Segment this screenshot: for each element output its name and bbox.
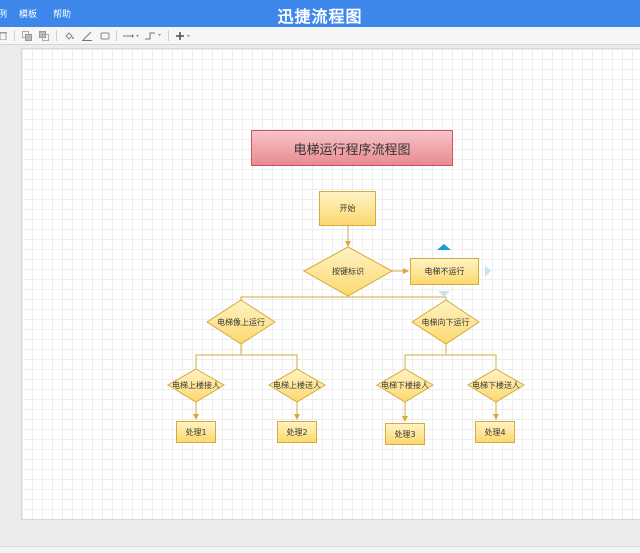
decision-up-shape [206, 299, 276, 345]
to-front-icon[interactable] [21, 29, 33, 42]
line-color-icon[interactable] [81, 29, 93, 42]
to-back-icon[interactable] [38, 29, 50, 42]
hover-arrow-right-icon [485, 265, 491, 277]
node-process-1[interactable]: 处理1 [176, 421, 216, 443]
shadow-icon[interactable] [99, 29, 111, 42]
hover-arrow-down-icon [438, 291, 450, 297]
decision-up-pick-shape [167, 368, 225, 403]
diagram-title[interactable]: 电梯运行程序流程图 [251, 130, 453, 166]
toolbar [0, 27, 640, 45]
menu-item-template[interactable]: 模板 [19, 10, 38, 20]
decision-main-shape [302, 246, 394, 297]
decision-up-drop-shape [268, 368, 326, 403]
node-stop[interactable]: 电梯不运行 [410, 258, 479, 285]
status-bar [0, 546, 640, 553]
app-title: 迅捷流程图 [277, 7, 363, 26]
fill-color-icon[interactable] [63, 29, 75, 42]
decision-down-shape [411, 299, 480, 345]
node-process-4[interactable]: 处理4 [475, 421, 515, 443]
menu-item-help[interactable]: 帮助 [53, 10, 72, 20]
decision-down-pick-shape [376, 368, 434, 403]
node-process-2[interactable]: 处理2 [277, 421, 317, 443]
delete-icon[interactable] [0, 29, 8, 42]
node-process-3[interactable]: 处理3 [385, 423, 425, 445]
node-start[interactable]: 开始 [319, 191, 376, 226]
left-gutter [0, 45, 21, 546]
menu-item-example[interactable]: 例 [0, 10, 8, 20]
connector-style-icon[interactable] [122, 29, 140, 42]
decision-down-drop-shape [467, 368, 525, 403]
connector-decision-branches [240, 296, 349, 300]
menu-bar: 例 模板 帮助 [0, 0, 71, 27]
title-bar: 例 模板 帮助 迅捷流程图 [0, 0, 640, 27]
hover-arrow-up-icon [437, 244, 451, 250]
waypoint-style-icon[interactable] [144, 29, 162, 42]
insert-icon[interactable] [174, 29, 192, 42]
